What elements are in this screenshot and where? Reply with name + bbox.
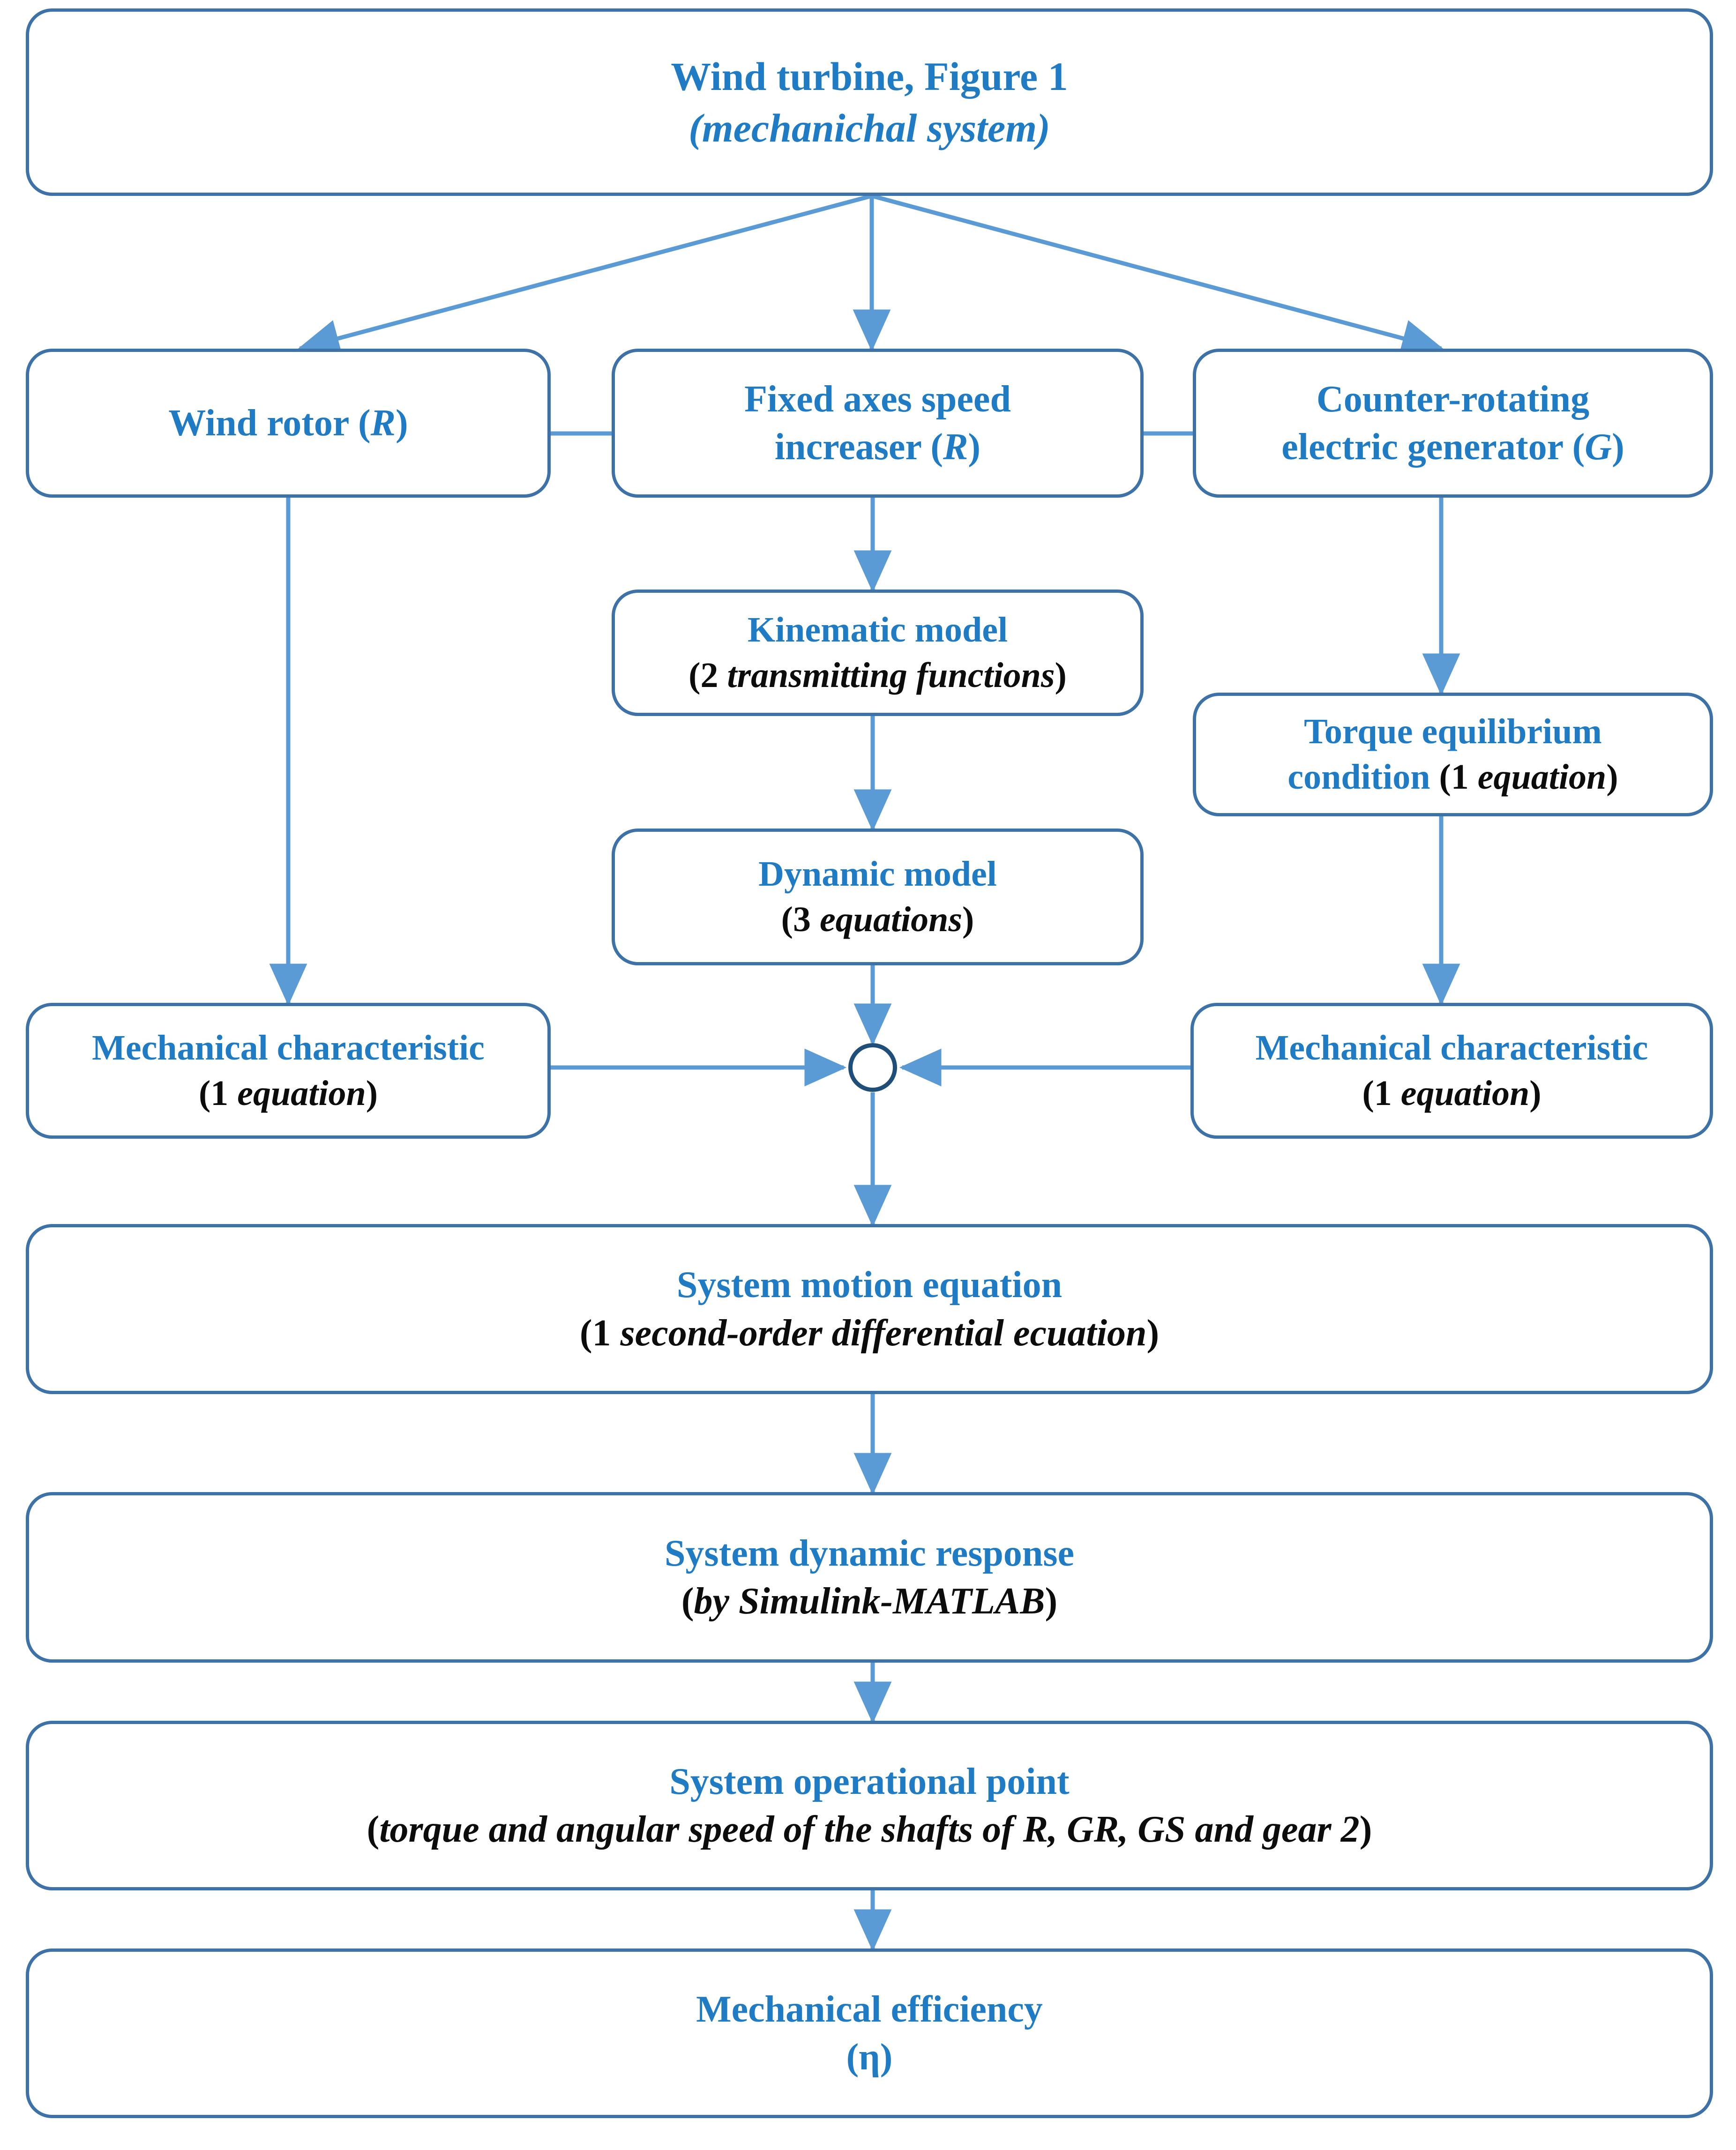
node-mechanical-characteristic-rotor[interactable]: Mechanical characteristic (1 equation)	[26, 1003, 551, 1139]
mech-char-left-detail-ital: equation	[237, 1074, 366, 1113]
wind-rotor-symbol: R	[370, 402, 396, 444]
dynamic-model-detail-ital: equations	[819, 900, 963, 939]
mech-char-left-detail-pre: (1	[198, 1074, 238, 1113]
mech-char-right-detail: (1 equation)	[1194, 1071, 1710, 1116]
node-wind-rotor[interactable]: Wind rotor (R)	[26, 349, 551, 498]
mech-char-left-detail-post: )	[366, 1074, 378, 1113]
kinematic-model-detail-pre: (2	[688, 656, 727, 695]
dynamic-model-detail-pre: (3	[781, 900, 820, 939]
dynamic-model-detail-post: )	[962, 900, 974, 939]
node-kinematic-model[interactable]: Kinematic model (2 transmitting function…	[612, 590, 1144, 716]
generator-line1: Counter-rotating	[1316, 378, 1590, 420]
system-dynamic-response-detail-pre: (	[681, 1581, 694, 1622]
mech-char-right-title: Mechanical characteristic	[1255, 1028, 1648, 1068]
wind-turbine-subtitle: (mechanichal system)	[688, 105, 1050, 150]
node-counter-rotating-generator[interactable]: Counter-rotating electric generator (G)	[1193, 349, 1713, 498]
kinematic-model-title: Kinematic model	[747, 610, 1008, 649]
torque-equilibrium-line1: Torque equilibrium	[1304, 711, 1602, 751]
mech-char-right-detail-post: )	[1529, 1074, 1541, 1113]
torque-equilibrium-line2-blue: condition	[1287, 757, 1439, 797]
mechanical-efficiency-title: Mechanical efficiency	[696, 1988, 1043, 2030]
node-mechanical-efficiency[interactable]: Mechanical efficiency (η)	[26, 1948, 1713, 2118]
generator-line2-post: )	[1612, 426, 1624, 468]
dynamic-model-title: Dynamic model	[758, 854, 997, 894]
kinematic-model-detail-ital: transmitting functions	[727, 656, 1055, 695]
torque-equilibrium-line2-ital: equation	[1477, 757, 1607, 797]
generator-line2-pre: electric generator (	[1281, 426, 1585, 468]
edge-turbine-to-rotor	[297, 194, 873, 357]
kinematic-model-detail: (2 transmitting functions)	[615, 653, 1140, 698]
kinematic-model-detail-post: )	[1055, 656, 1067, 695]
system-motion-equation-detail-pre: (1	[579, 1312, 621, 1354]
system-operational-point-title: System operational point	[669, 1761, 1070, 1802]
wind-rotor-label: Wind rotor (R)	[29, 399, 547, 447]
generator-symbol: G	[1585, 426, 1612, 468]
system-dynamic-response-detail-ital: by Simulink-MATLAB	[694, 1581, 1045, 1622]
speed-increaser-symbol: R	[943, 426, 968, 468]
system-motion-equation-detail: (1 second-order differential ecuation)	[29, 1309, 1710, 1357]
node-torque-equilibrium-condition[interactable]: Torque equilibrium condition (1 equation…	[1193, 693, 1713, 816]
speed-increaser-line2: increaser (R)	[615, 423, 1140, 471]
wind-rotor-label-post: )	[395, 402, 408, 444]
system-operational-point-detail-ital: torque and angular speed of the shafts o…	[379, 1809, 1360, 1850]
wind-turbine-title: Wind turbine, Figure 1	[671, 53, 1068, 99]
system-dynamic-response-detail: (by Simulink-MATLAB)	[29, 1577, 1710, 1625]
system-dynamic-response-detail-post: )	[1045, 1581, 1058, 1622]
summation-junction-circle[interactable]	[848, 1043, 897, 1092]
mech-char-right-detail-ital: equation	[1400, 1074, 1530, 1113]
torque-equilibrium-line2-pre: (1	[1439, 757, 1478, 797]
speed-increaser-line1: Fixed axes speed	[744, 378, 1011, 420]
system-motion-equation-detail-ital: second-order differential ecuation	[620, 1312, 1147, 1354]
mechanical-efficiency-symbol: (η)	[846, 2037, 893, 2078]
mech-char-left-title: Mechanical characteristic	[92, 1028, 485, 1068]
mech-char-left-detail: (1 equation)	[29, 1071, 547, 1116]
node-system-operational-point[interactable]: System operational point (torque and ang…	[26, 1721, 1713, 1890]
system-motion-equation-title: System motion equation	[676, 1264, 1063, 1306]
torque-equilibrium-line2-post: )	[1606, 757, 1618, 797]
generator-line2: electric generator (G)	[1196, 423, 1710, 471]
wind-rotor-label-pre: Wind rotor (	[168, 402, 371, 444]
edge-turbine-to-generator	[871, 194, 1444, 357]
system-operational-point-detail-pre: (	[367, 1809, 380, 1850]
node-system-motion-equation[interactable]: System motion equation (1 second-order d…	[26, 1224, 1713, 1394]
node-wind-turbine[interactable]: Wind turbine, Figure 1 (mechanichal syst…	[26, 8, 1713, 196]
speed-increaser-line2-post: )	[968, 426, 981, 468]
dynamic-model-detail: (3 equations)	[615, 897, 1140, 942]
speed-increaser-line2-pre: increaser (	[774, 426, 943, 468]
node-dynamic-model[interactable]: Dynamic model (3 equations)	[612, 829, 1144, 965]
system-operational-point-detail-post: )	[1359, 1809, 1372, 1850]
node-fixed-axes-speed-increaser[interactable]: Fixed axes speed increaser (R)	[612, 349, 1144, 498]
system-operational-point-detail: (torque and angular speed of the shafts …	[29, 1806, 1710, 1853]
system-motion-equation-detail-post: )	[1146, 1312, 1160, 1354]
torque-equilibrium-line2: condition (1 equation)	[1196, 754, 1710, 800]
mech-char-right-detail-pre: (1	[1362, 1074, 1401, 1113]
node-system-dynamic-response[interactable]: System dynamic response (by Simulink-MAT…	[26, 1492, 1713, 1663]
system-dynamic-response-title: System dynamic response	[664, 1532, 1075, 1574]
node-mechanical-characteristic-generator[interactable]: Mechanical characteristic (1 equation)	[1190, 1003, 1713, 1139]
